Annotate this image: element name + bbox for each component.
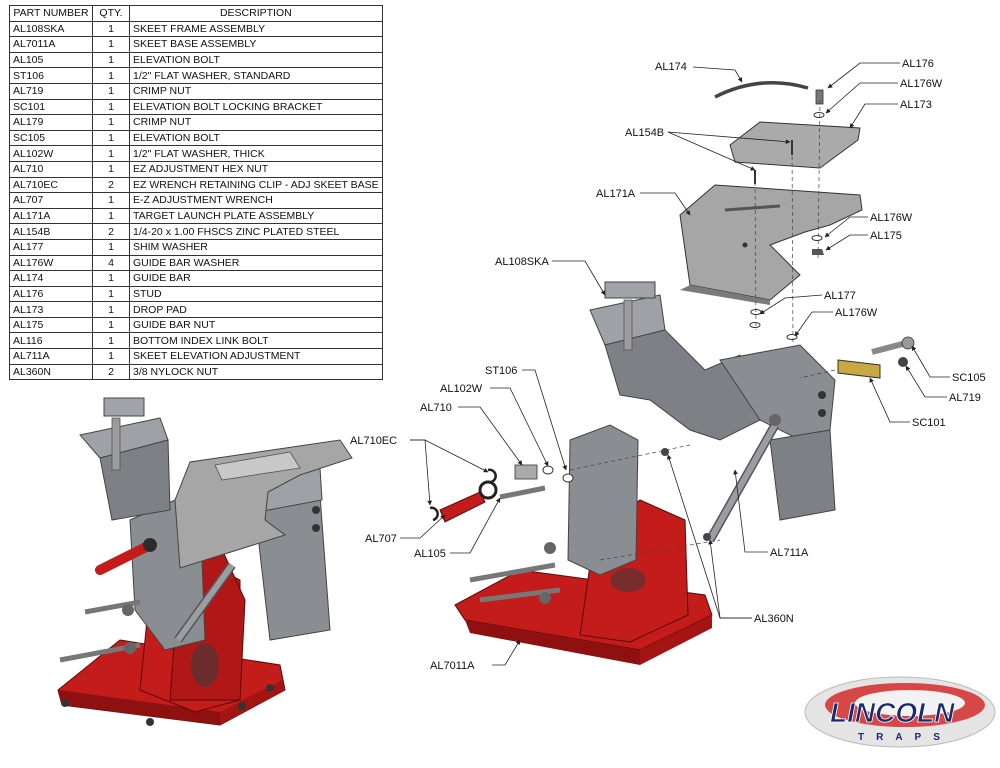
exploded-guide-bar bbox=[714, 80, 809, 99]
callout-al710ec: AL710EC bbox=[350, 435, 397, 447]
callout-al176w-mid: AL176W bbox=[870, 212, 913, 224]
cell-description: ELEVATION BOLT bbox=[129, 129, 383, 147]
exploded-wrench bbox=[439, 491, 486, 523]
cell-part-number: AL710EC bbox=[9, 176, 93, 194]
callout-sc105: SC105 bbox=[952, 372, 986, 384]
callout-st106: ST106 bbox=[485, 365, 517, 377]
callout-al105: AL105 bbox=[414, 548, 446, 560]
logo-sub-text: TRAPS bbox=[858, 732, 952, 743]
callout-labels: AL174 AL176 AL176W AL173 AL154B AL171A A… bbox=[350, 58, 986, 672]
cell-description: GUIDE BAR NUT bbox=[129, 316, 383, 334]
lincoln-traps-logo: LINCOLN TRAPS bbox=[804, 676, 996, 748]
callout-sc101: SC101 bbox=[912, 417, 946, 429]
cell-part-number: AL360N bbox=[9, 363, 93, 381]
callout-al176w-low: AL176W bbox=[835, 307, 878, 319]
callout-al176w-top: AL176W bbox=[900, 78, 943, 90]
assembled-wrench bbox=[95, 540, 155, 575]
exploded-drop-pad bbox=[729, 121, 861, 169]
callout-al173: AL173 bbox=[900, 99, 932, 111]
exploded-trap-view bbox=[429, 80, 915, 665]
cell-description: TARGET LAUNCH PLATE ASSEMBLY bbox=[129, 207, 383, 225]
cell-description: SKEET BASE ASSEMBLY bbox=[129, 36, 383, 53]
cell-description: 1/2" FLAT WASHER, STANDARD bbox=[129, 67, 383, 84]
cell-part-number: AL171A bbox=[9, 207, 93, 225]
callout-al360n: AL360N bbox=[754, 613, 794, 625]
cell-description: BOTTOM INDEX LINK BOLT bbox=[129, 332, 383, 350]
cell-description: 3/8 NYLOCK NUT bbox=[129, 363, 383, 381]
cell-part-number: AL102W bbox=[9, 145, 93, 162]
callout-al108ska: AL108SKA bbox=[495, 256, 549, 268]
cell-qty: 1 bbox=[92, 285, 130, 303]
assembled-trap-view bbox=[57, 397, 353, 726]
cell-description: GUIDE BAR bbox=[129, 270, 383, 287]
callout-al707: AL707 bbox=[365, 533, 397, 545]
callout-al7011a: AL7011A bbox=[430, 660, 475, 672]
leader-lines bbox=[400, 62, 950, 666]
callout-al719: AL719 bbox=[949, 392, 981, 404]
logo-brand-text: LINCOLN bbox=[830, 697, 955, 728]
cell-qty: 2 bbox=[92, 363, 130, 381]
callout-al174: AL174 bbox=[655, 61, 687, 73]
callout-al102w: AL102W bbox=[440, 383, 483, 395]
callout-al175: AL175 bbox=[870, 230, 902, 242]
callout-al171a: AL171A bbox=[596, 188, 636, 200]
exploded-center-block bbox=[567, 424, 639, 576]
cell-description: GUIDE BAR WASHER bbox=[129, 254, 383, 272]
cell-part-number: ST106 bbox=[9, 67, 93, 84]
cell-qty: 1 bbox=[92, 160, 130, 178]
callout-al711a: AL711A bbox=[770, 547, 809, 559]
exploded-locking-bracket bbox=[837, 359, 881, 379]
assembly-axes bbox=[569, 99, 836, 561]
exploded-launch-plate bbox=[679, 184, 863, 301]
cell-part-number: AL710 bbox=[9, 160, 93, 178]
callout-al710: AL710 bbox=[420, 402, 452, 414]
cell-part-number: AL174 bbox=[9, 270, 93, 287]
cell-part-number: AL154B bbox=[9, 223, 93, 240]
callout-al176: AL176 bbox=[902, 58, 934, 70]
cell-description: SHIM WASHER bbox=[129, 238, 383, 256]
callout-al177: AL177 bbox=[824, 290, 856, 302]
callout-al154b: AL154B bbox=[625, 127, 664, 139]
